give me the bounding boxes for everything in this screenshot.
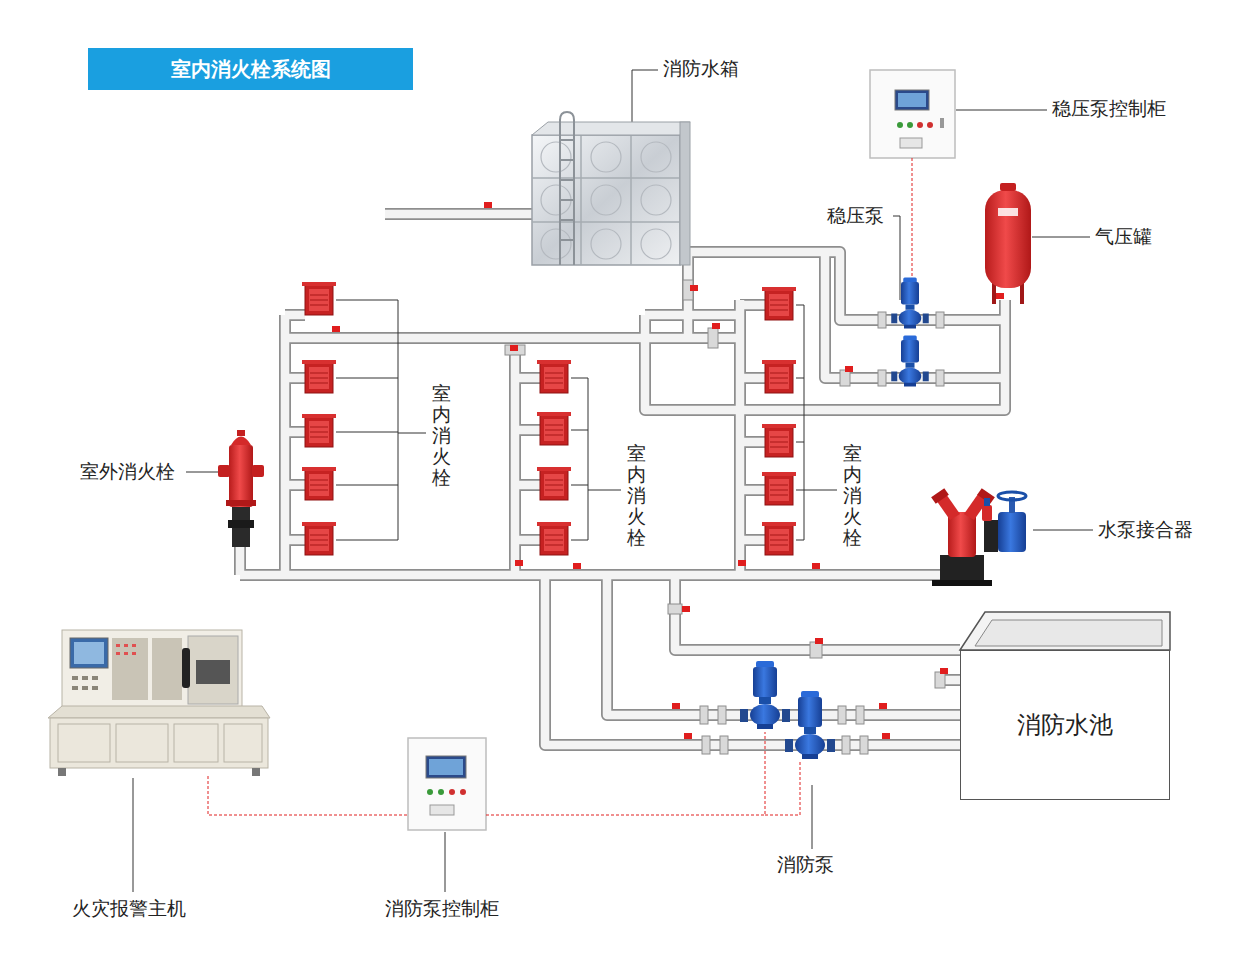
pump-adapter [931,488,1026,586]
water-tank [532,112,690,265]
outdoor-hydrant-label: 室外消火栓 [80,460,175,483]
fire-pump-control-cabinet [408,738,486,830]
stabilizer-cabinet-label: 稳压泵控制柜 [1052,97,1166,120]
water-tank-label: 消防水箱 [663,57,739,80]
stabilizer-pump-label: 稳压泵 [827,204,884,227]
fire-alarm-console [48,630,270,776]
fire-pump-label: 消防泵 [777,853,834,876]
pressure-tank [985,183,1031,304]
outdoor-hydrant [218,430,264,547]
title-banner: 室内消火栓系统图 [88,48,413,90]
pressure-tank-label: 气压罐 [1095,225,1152,248]
fire-pool-top [960,612,1170,650]
fire-pool-box: 消防水池 [960,650,1170,800]
stabilizer-control-cabinet [870,70,955,158]
diagram-title: 室内消火栓系统图 [171,56,331,83]
node-label: 消防水池 [1017,709,1113,741]
indoor-hydrant-label: 室内消火栓 [432,383,451,487]
indoor-hydrant-label: 室内消火栓 [627,443,646,547]
pump-adapter-label: 水泵接合器 [1098,518,1193,541]
indoor-hydrant-label: 室内消火栓 [843,443,862,547]
pump-cabinet-label: 消防泵控制柜 [385,897,499,920]
alarm-host-label: 火灾报警主机 [72,897,186,920]
